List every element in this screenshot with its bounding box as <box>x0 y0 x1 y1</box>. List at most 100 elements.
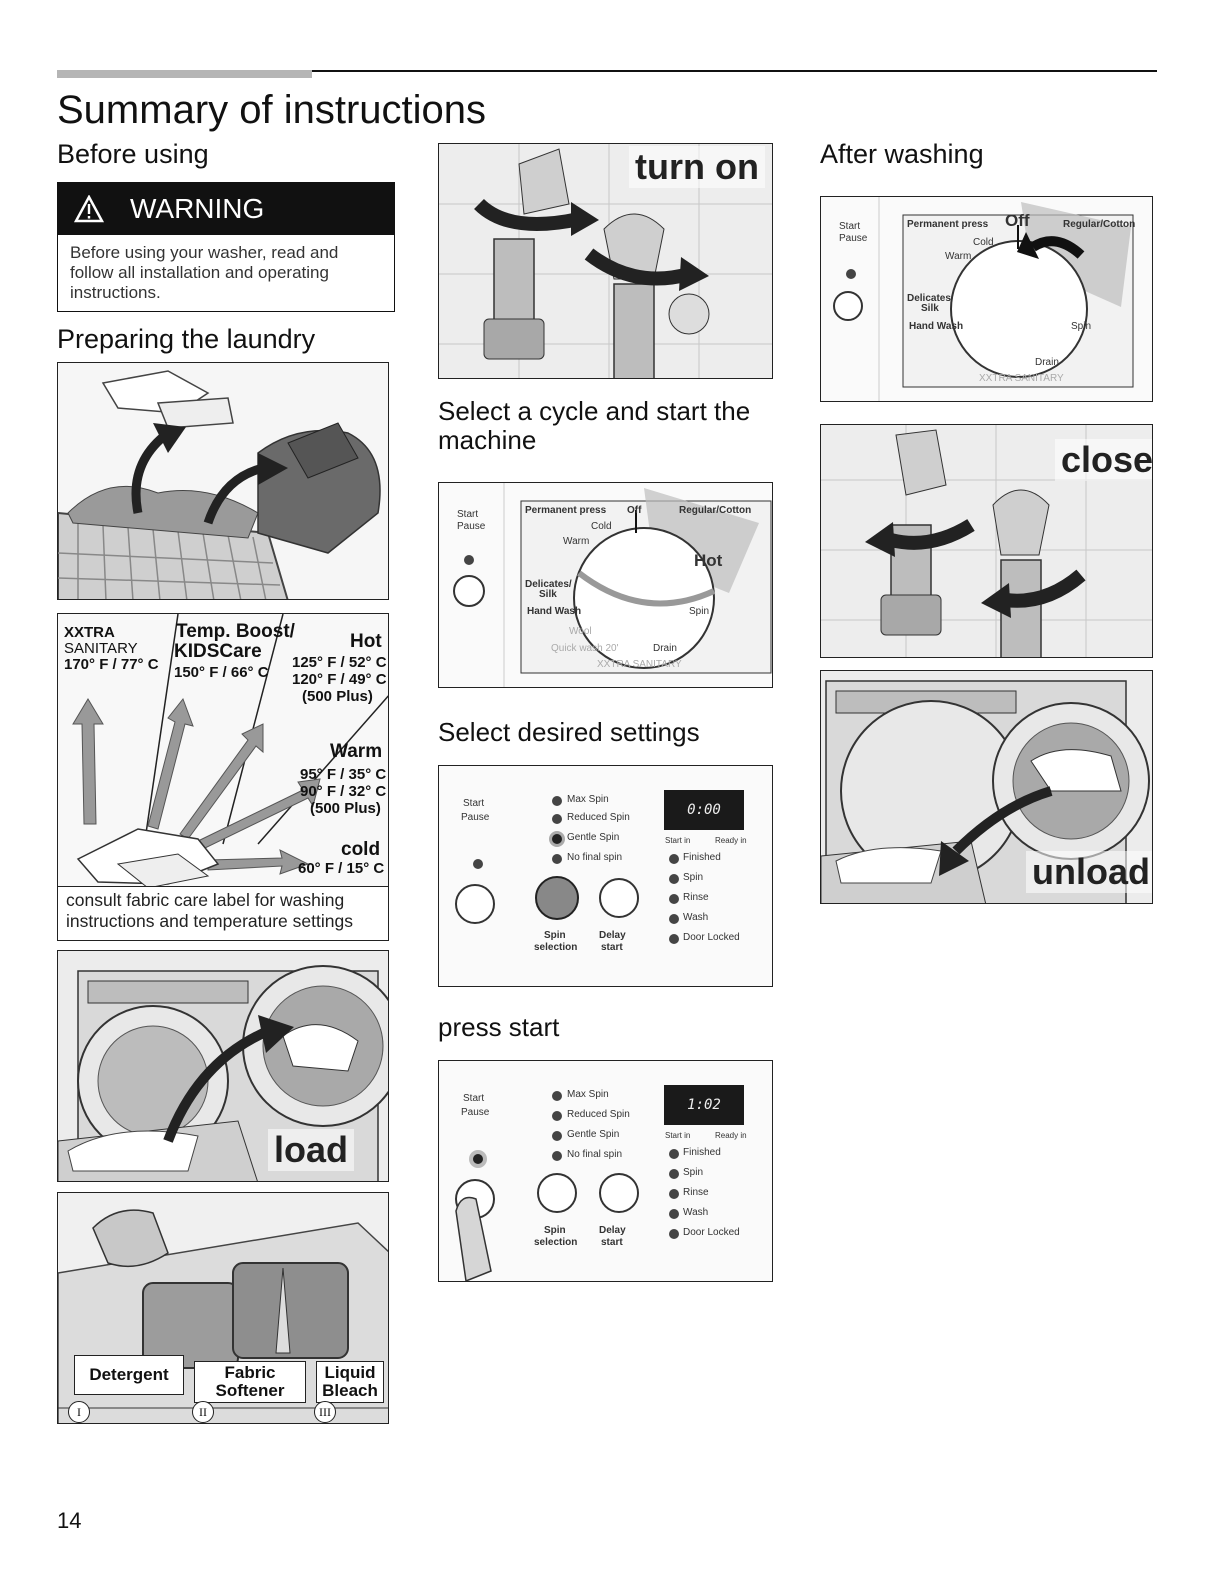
cycle-pause-indicator <box>464 555 474 565</box>
ps-wash-indicator <box>669 1209 679 1219</box>
start-in-label: Start in <box>665 836 691 845</box>
settings-pause-label: Pause <box>461 812 490 823</box>
ps-gentle-spin-indicator <box>552 1131 562 1141</box>
regular-cotton-label: Regular/Cotton <box>679 505 752 516</box>
warm-temperature-1: 95° F / 35° C <box>300 766 387 783</box>
liquid-bleach-label: Liquid Bleach <box>316 1361 384 1403</box>
page-title: Summary of instructions <box>57 88 487 132</box>
select-settings-heading: Select desired settings <box>438 717 700 747</box>
press-start-pause-label: Pause <box>461 1107 490 1118</box>
ps-spin-status-label: Spin <box>683 1167 704 1178</box>
spin-selection-label-2: selection <box>534 942 578 953</box>
delicates-label: Delicates/ <box>525 579 572 590</box>
settings-start-pause-button[interactable] <box>455 884 495 924</box>
time-display: 0:00 <box>664 790 744 830</box>
warning-title: WARNING <box>130 193 265 224</box>
load-washer-image: load <box>57 950 389 1182</box>
preparing-laundry-heading: Preparing the laundry <box>57 324 316 354</box>
permanent-press-label: Permanent press <box>525 505 607 516</box>
ps-spin-selection-button[interactable] <box>537 1173 577 1213</box>
select-cycle-heading: Select a cycle and start the machine <box>438 396 751 455</box>
ps-finished-indicator <box>669 1149 679 1159</box>
load-word: load <box>268 1129 355 1171</box>
gentle-spin-indicator <box>552 834 562 844</box>
wash-label: Wash <box>683 912 709 923</box>
boost-temperature: 150° F / 66° C <box>174 664 269 681</box>
temp-boost-label: Temp. Boost/ <box>176 621 295 642</box>
press-start-heading: press start <box>438 1012 560 1042</box>
aw-start-label: Start <box>839 221 861 232</box>
settings-panel: Start Pause Max Spin Reduced Spin Gentle… <box>438 765 773 987</box>
aw-off-label: Off <box>1005 211 1030 230</box>
silk-label: Silk <box>539 589 557 600</box>
cold-label: Cold <box>591 521 612 532</box>
warm-label: Warm <box>563 536 590 547</box>
rinse-label: Rinse <box>683 892 709 903</box>
gentle-spin-label: Gentle Spin <box>567 832 620 843</box>
unload-washer-image: unload <box>820 670 1153 904</box>
hot-temperature-1: 125° F / 52° C <box>292 654 387 671</box>
wash-indicator <box>669 914 679 924</box>
ps-no-final-spin-indicator <box>552 1151 562 1161</box>
aw-drain-label: Drain <box>1035 357 1059 368</box>
warning-box: WARNING Before using your washer, read a… <box>57 182 395 312</box>
aw-start-pause-button[interactable] <box>833 291 863 321</box>
aw-xxtra-sanitary-label: XXTRA SANITARY <box>979 373 1064 384</box>
quick-wash-label: Quick wash 20' <box>551 643 619 654</box>
kidscare-label: KIDSCare <box>174 641 262 662</box>
spin-selection-label-1: Spin <box>544 930 566 941</box>
pressing-finger-icon <box>455 1196 492 1281</box>
delay-start-button[interactable] <box>599 878 639 918</box>
rinse-indicator <box>669 894 679 904</box>
ps-rinse-label: Rinse <box>683 1187 709 1198</box>
aw-spin-label: Spin <box>1071 321 1092 332</box>
ps-gentle-spin-label: Gentle Spin <box>567 1129 620 1140</box>
aw-hand-wash-label: Hand Wash <box>909 321 964 332</box>
warning-header: WARNING <box>58 183 394 235</box>
ps-max-spin-indicator <box>552 1091 562 1101</box>
page-number: 14 <box>57 1508 82 1533</box>
delay-start-label-2: start <box>601 942 623 953</box>
hand-wash-label: Hand Wash <box>527 606 582 617</box>
xxtra-sanitary-label: SANITARY <box>64 640 138 657</box>
ready-in-label: Ready in <box>715 836 747 845</box>
hot-setting-label: Hot <box>694 551 723 570</box>
ps-reduced-spin-indicator <box>552 1111 562 1121</box>
max-spin-label: Max Spin <box>567 794 609 805</box>
ps-max-spin-label: Max Spin <box>567 1089 609 1100</box>
ps-start-in-label: Start in <box>665 1131 691 1140</box>
ps-time-display: 1:02 <box>664 1085 744 1125</box>
detergent-label: Detergent <box>74 1355 184 1395</box>
settings-pause-indicator <box>473 859 483 869</box>
reduced-spin-label: Reduced Spin <box>567 812 630 823</box>
aw-pause-indicator <box>846 269 856 279</box>
cycle-start-label: Start <box>457 509 479 520</box>
cold-label: cold <box>341 839 381 860</box>
spin-selection-button[interactable] <box>535 876 579 920</box>
warm-temperature-2: 90° F / 32° C <box>300 783 387 800</box>
press-start-running-indicator <box>473 1154 483 1164</box>
warm-note: (500 Plus) <box>310 800 381 817</box>
hot-label: Hot <box>350 631 382 652</box>
xxtra-sanitary-cycle-label: XXTRA SANITARY <box>597 659 682 670</box>
ps-delay-start-button[interactable] <box>599 1173 639 1213</box>
aw-regular-cotton-label: Regular/Cotton <box>1063 219 1136 230</box>
unload-word: unload <box>1026 851 1152 893</box>
ps-delay-start-label-2: start <box>601 1237 623 1248</box>
turn-on-taps-image: turn on <box>438 143 773 379</box>
after-washing-heading: After washing <box>820 139 984 169</box>
spin-status-label: Spin <box>683 872 704 883</box>
delay-start-label-1: Delay <box>599 930 626 941</box>
spin-status-indicator <box>669 874 679 884</box>
ps-finished-label: Finished <box>683 1147 721 1158</box>
xxtra-temperature: 170° F / 77° C <box>64 656 159 673</box>
hot-temperature-2: 120° F / 49° C <box>292 671 387 688</box>
cycle-start-pause-button[interactable] <box>453 575 485 607</box>
close-taps-image: close <box>820 424 1153 658</box>
aw-delicates-label: Delicates/ <box>907 293 954 304</box>
drain-label: Drain <box>653 643 677 654</box>
xxtra-title: XXTRA <box>64 624 115 641</box>
door-locked-label: Door Locked <box>683 932 740 943</box>
warning-text: Before using your washer, read and follo… <box>70 243 339 302</box>
top-rule-accent <box>57 70 312 78</box>
